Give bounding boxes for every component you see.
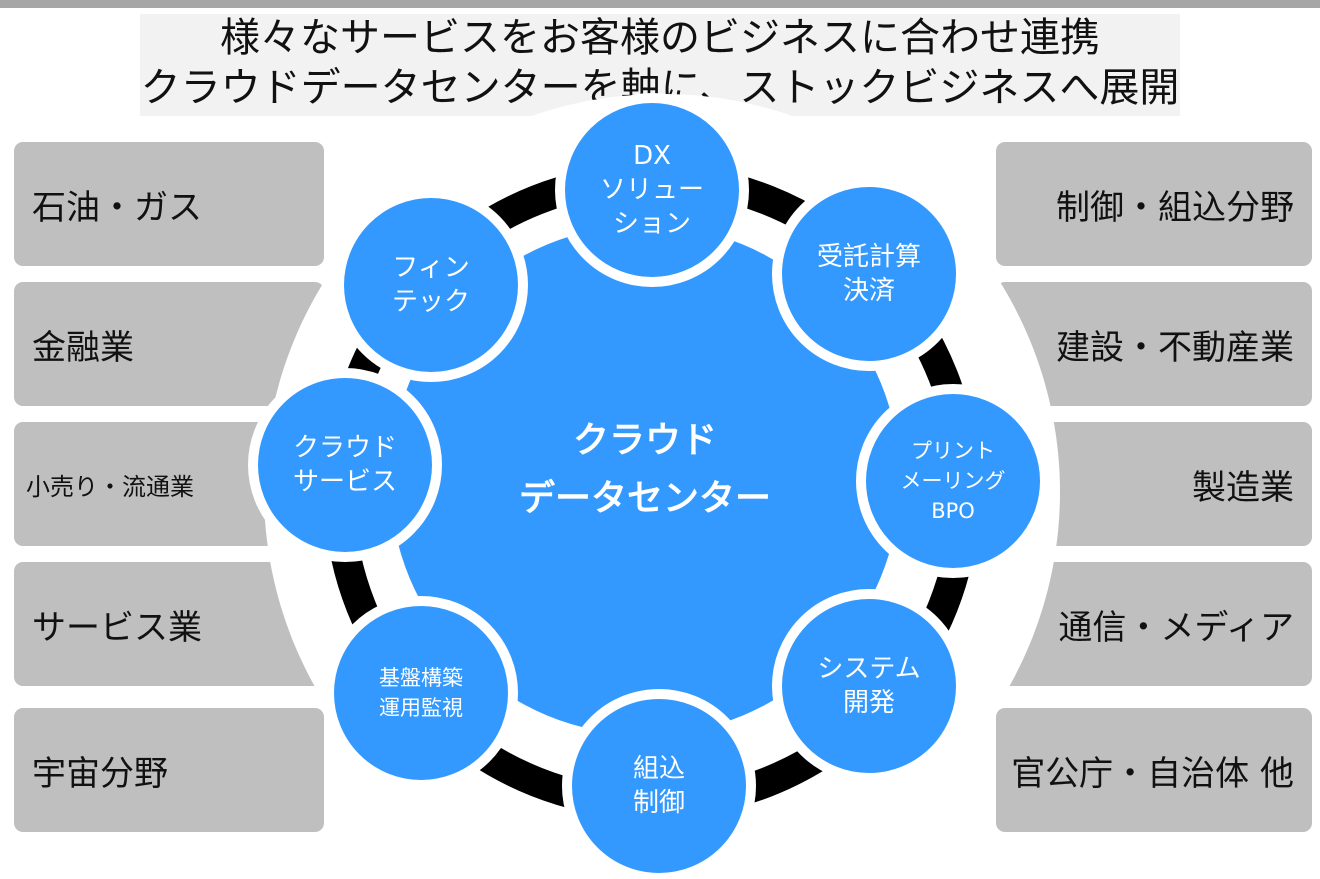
service-infra-monitoring-circle — [324, 596, 518, 790]
industry-label: 制御・組込分野 — [1056, 187, 1294, 228]
center-label: クラウド データセンター — [519, 412, 771, 528]
service-print-mailing-bpo-label-line: プリント — [911, 439, 995, 463]
service-fintech-label-line: テック — [391, 287, 471, 317]
service-embedded-control-label-line: 制御 — [632, 788, 686, 818]
industry-label: 通信・メディア — [1058, 607, 1294, 648]
industry-space: 宇宙分野 — [14, 708, 324, 832]
industry-label: サービス業 — [32, 607, 202, 648]
industry-construction-realestate: 建設・不動産業 — [996, 282, 1312, 406]
service-system-dev-label-line: システム — [817, 654, 921, 684]
service-infra-monitoring-label: 基盤構築運用監視 — [379, 663, 463, 723]
industry-label: 金融業 — [32, 327, 134, 368]
service-print-mailing-bpo-label-line: メーリング — [900, 469, 1006, 493]
service-fintech-label-line: フィン — [392, 253, 470, 283]
service-infra-monitoring-label-line: 運用監視 — [379, 696, 463, 720]
industry-label: 建設・不動産業 — [1056, 327, 1294, 368]
service-embedded-control-circle — [562, 689, 756, 879]
service-print-mailing-bpo-label: プリントメーリング BPO — [901, 436, 1006, 526]
service-system-dev-label: システム開発 — [817, 652, 920, 720]
service-fintech-label: フィンテック — [392, 251, 470, 319]
service-dx-solution-circle — [555, 93, 749, 287]
industry-government: 官公庁・自治体 他 — [996, 708, 1312, 832]
service-cloud-service-circle — [248, 368, 442, 562]
industry-control-embedded: 制御・組込分野 — [996, 142, 1312, 266]
service-embedded-control-label-line: 組込 — [632, 754, 686, 784]
service-embedded-control-label: 組込制御 — [633, 752, 685, 820]
service-dx-solution-label-line: ション — [612, 209, 692, 239]
service-dx-solution-label-line: DX — [633, 141, 671, 171]
industry-finance: 金融業 — [14, 282, 324, 406]
service-system-dev-circle — [772, 589, 966, 783]
center-label-line1: クラウド — [572, 420, 718, 461]
service-dx-solution-label: DX ソリューション — [600, 139, 704, 241]
service-contract-payment-label-line: 受託計算 — [816, 242, 922, 272]
industry-label: 小売り・流通業 — [26, 472, 194, 501]
industry-oil-gas: 石油・ガス — [14, 142, 324, 266]
service-system-dev-label-line: 開発 — [842, 688, 896, 718]
industry-service: サービス業 — [14, 562, 324, 686]
industry-label: 官公庁・自治体 他 — [1011, 753, 1294, 794]
industry-label: 製造業 — [1192, 467, 1294, 508]
service-fintech-circle — [334, 188, 528, 382]
service-contract-payment-label: 受託計算決済 — [817, 240, 921, 308]
service-contract-payment-circle — [772, 177, 966, 371]
service-dx-solution-label-line: ソリュー — [599, 175, 705, 205]
service-cloud-service-label-line: クラウド — [292, 433, 398, 463]
service-infra-monitoring-label-line: 基盤構築 — [379, 666, 463, 690]
service-print-mailing-bpo-circle — [856, 384, 1050, 578]
service-print-mailing-bpo-label-line: BPO — [931, 499, 975, 523]
service-cloud-service-label-line: サービス — [292, 467, 398, 497]
top-bar — [0, 0, 1320, 8]
service-cloud-service-label: クラウドサービス — [293, 431, 397, 499]
industry-label: 石油・ガス — [32, 187, 202, 228]
service-contract-payment-label-line: 決済 — [842, 276, 896, 306]
industry-label: 宇宙分野 — [32, 753, 168, 794]
center-circle — [390, 225, 900, 735]
title-line-1: 様々なサービスをお客様のビジネスに合わせ連携 — [220, 15, 1100, 61]
center-label-line2: データセンター — [518, 478, 772, 519]
